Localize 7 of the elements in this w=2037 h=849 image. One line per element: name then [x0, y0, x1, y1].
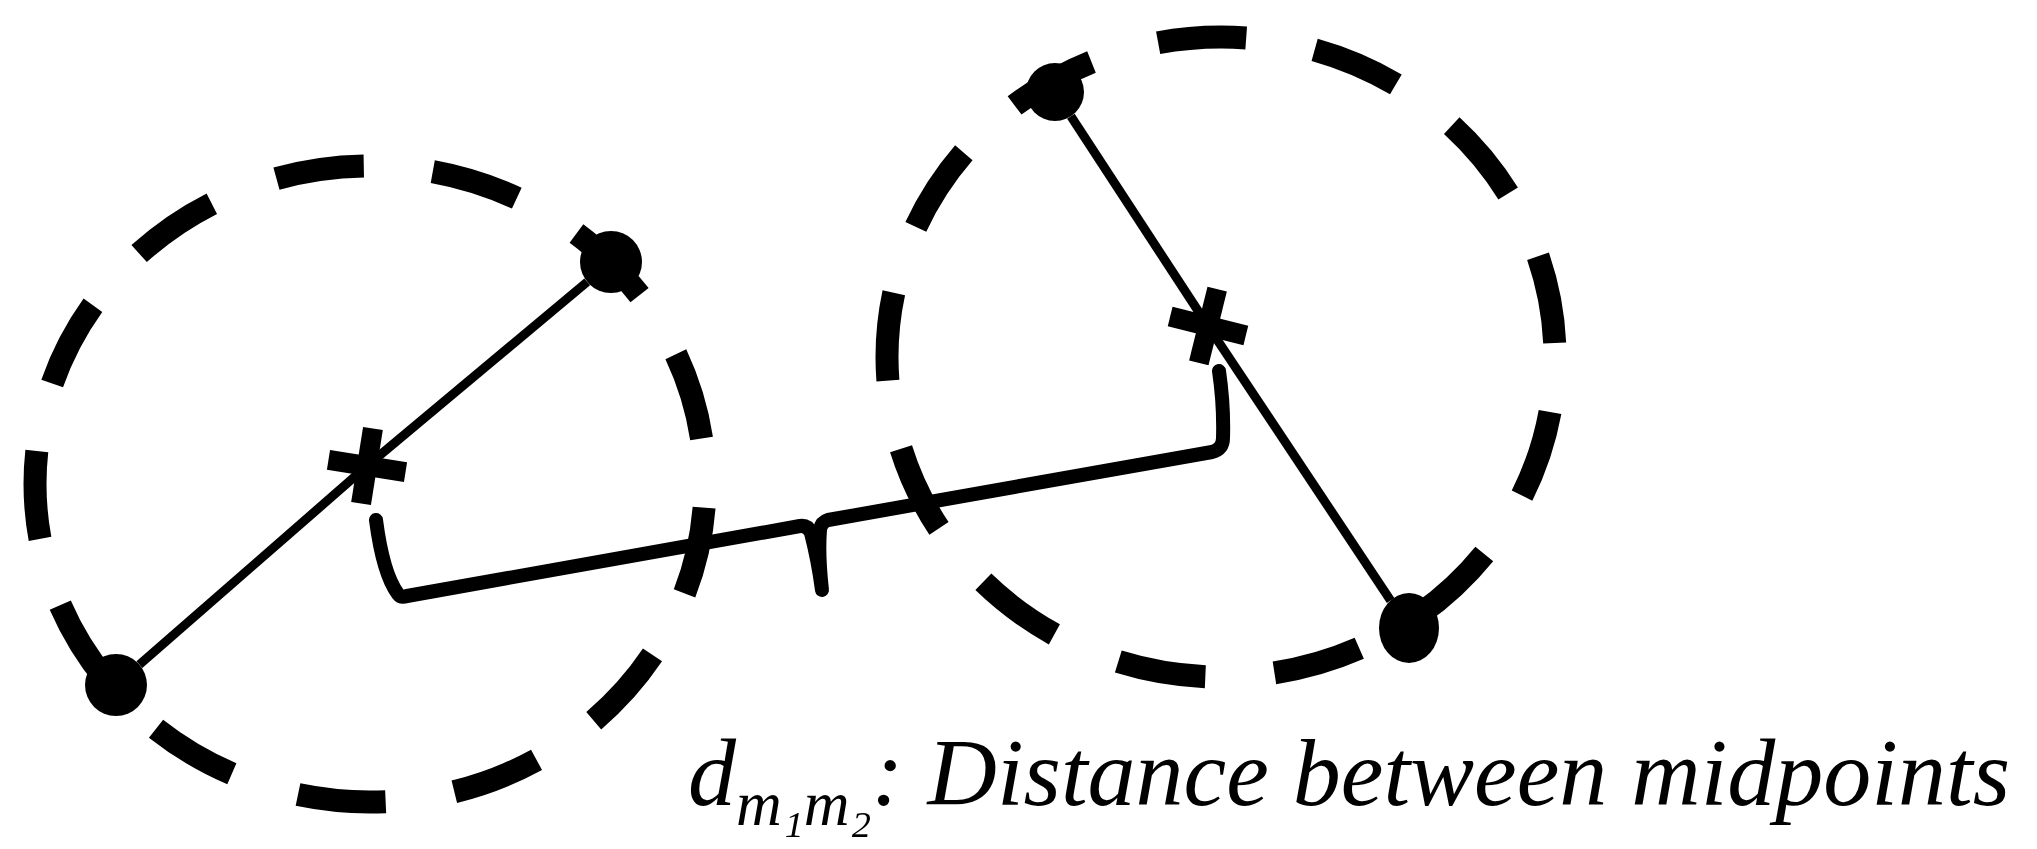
endpoint-dot	[1379, 593, 1439, 663]
midpoint-cross	[1167, 286, 1249, 366]
endpoint-dot	[85, 654, 147, 716]
endpoint-dot	[1026, 63, 1084, 121]
formula-caption: d$_{m₁m₂}$: Distance between midpoints	[688, 718, 2011, 840]
endpoint-dot	[580, 231, 642, 293]
midpoint-cross	[326, 426, 408, 506]
